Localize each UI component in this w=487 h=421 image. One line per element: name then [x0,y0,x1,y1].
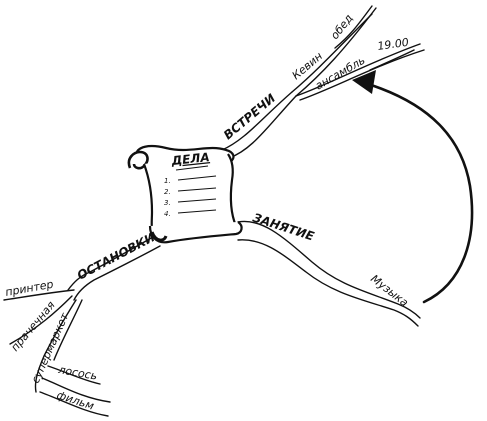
center-title: ДЕЛА [170,150,210,168]
branch-stops [3,233,161,417]
branch-meetings [221,5,425,159]
branch-label-stops: ОСТАНОВКИ [75,230,157,283]
leaf-label-time: 19.00 [377,36,410,53]
list-number: 1. [164,177,171,185]
leaf-label-salmon: лосось [56,363,98,383]
branch-activity [237,70,474,327]
branch-label-meetings: ВСТРЕЧИ [221,91,278,142]
leaf-label-lunch: обед [328,12,355,42]
list-number: 3. [164,199,171,207]
list-number: 2. [164,188,171,196]
arrow-head-icon [352,70,376,94]
central-scroll [127,145,243,244]
list-number: 4. [164,210,171,218]
